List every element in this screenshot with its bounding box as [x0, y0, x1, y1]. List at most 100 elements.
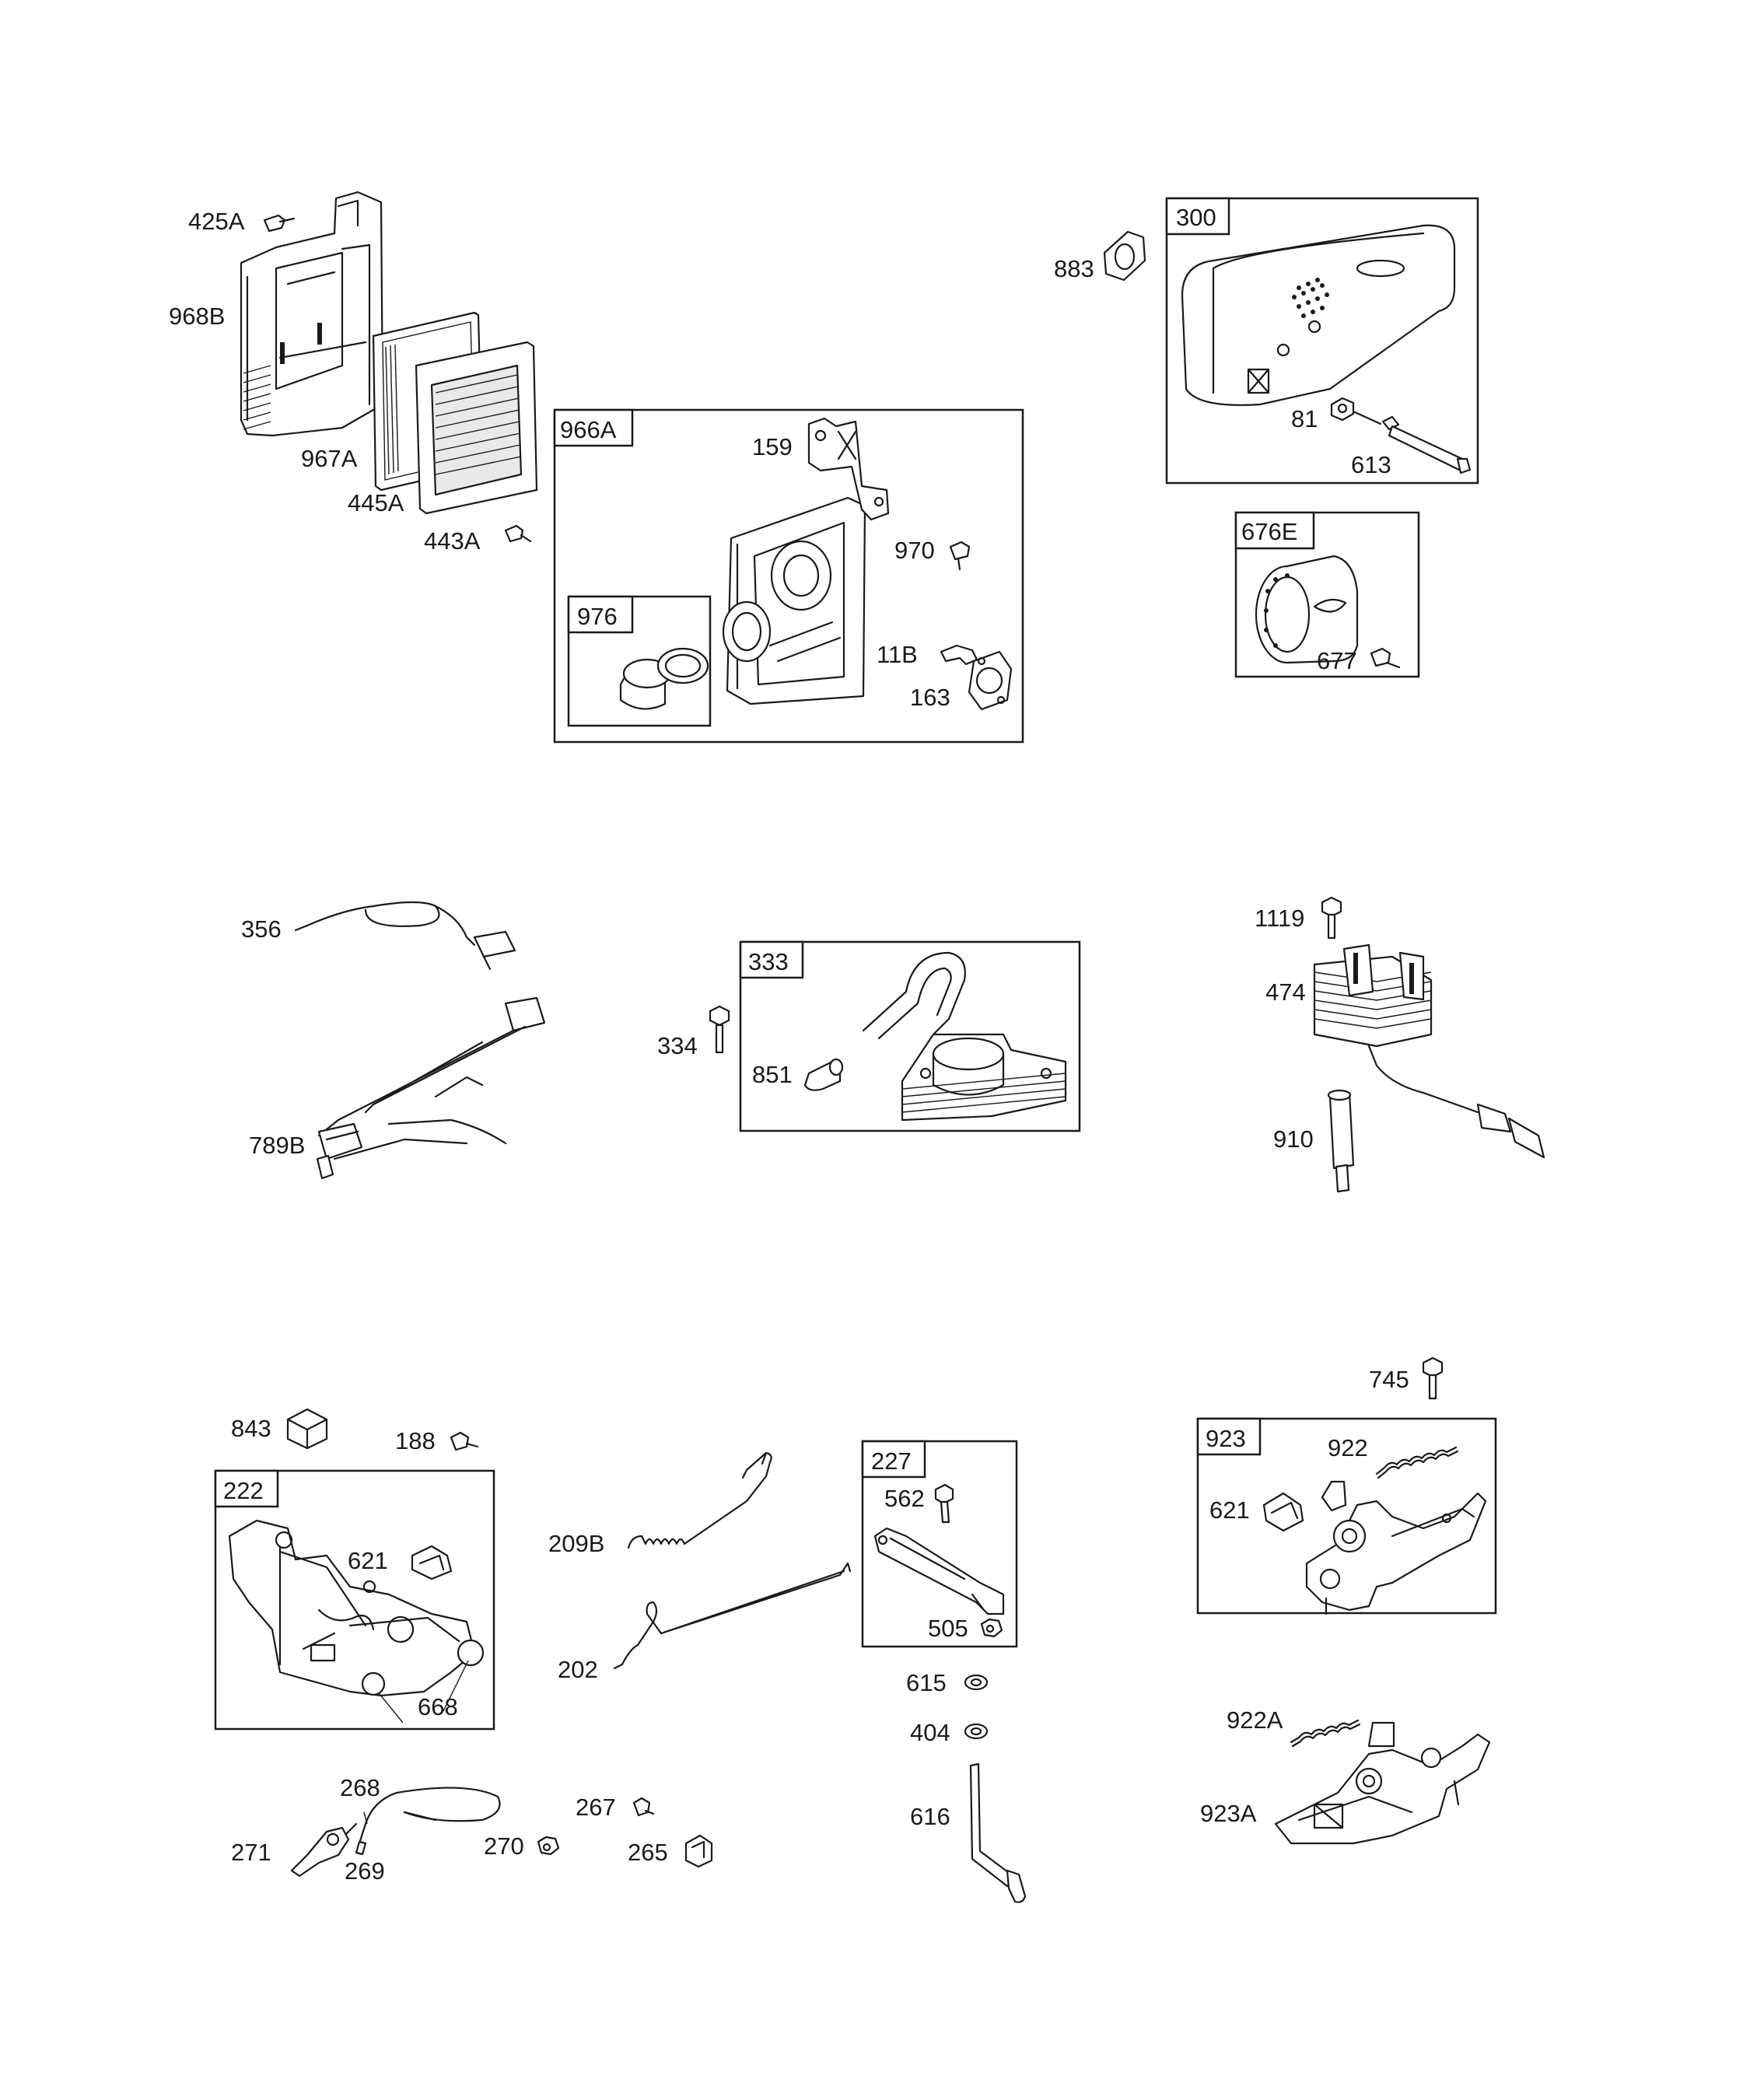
spacer-910-drawing [1327, 1089, 1355, 1193]
label-163: 163 [910, 684, 950, 711]
washer-615-drawing [964, 1674, 989, 1691]
lever-271-drawing [290, 1822, 358, 1878]
label-222: 222 [223, 1477, 264, 1504]
label-883: 883 [1054, 255, 1094, 282]
label-923A: 923A [1200, 1800, 1257, 1827]
box-333 [739, 940, 1081, 1132]
label-209B: 209B [548, 1530, 604, 1557]
screw-970-drawing [949, 541, 971, 571]
leader-lines [363, 1660, 469, 1825]
choke-976-drawing [619, 647, 709, 710]
spring-209B-drawing [627, 1451, 772, 1549]
box-227 [861, 1440, 1018, 1648]
box-966A [553, 408, 1024, 744]
tag-923 [1196, 1417, 1262, 1456]
spring-922A-drawing [1290, 1719, 1361, 1748]
screw-425A-drawing [263, 214, 296, 233]
label-621b: 621 [1209, 1496, 1250, 1524]
label-615: 615 [906, 1669, 947, 1696]
bushing-843-drawing [286, 1408, 328, 1450]
pre-filter-445A-drawing [415, 341, 538, 515]
washer-404-drawing [964, 1723, 989, 1740]
link-202-drawing [613, 1562, 852, 1670]
shaft-616-drawing [969, 1762, 1027, 1903]
washer-81-drawing [1330, 397, 1382, 425]
clip-265-drawing [684, 1834, 713, 1868]
label-269: 269 [345, 1857, 385, 1885]
screw-267-drawing [632, 1797, 655, 1817]
label-970: 970 [894, 537, 935, 564]
label-562: 562 [884, 1485, 925, 1512]
clip-11B-drawing [940, 644, 978, 666]
box-923 [1196, 1417, 1497, 1615]
wire-356-drawing [294, 901, 516, 971]
label-270: 270 [484, 1832, 524, 1860]
label-202: 202 [558, 1656, 598, 1683]
box-222 [214, 1469, 495, 1731]
label-159: 159 [752, 433, 793, 460]
label-267: 267 [576, 1794, 616, 1821]
cable-end-269-drawing [355, 1822, 367, 1856]
label-616: 616 [910, 1803, 950, 1830]
label-668: 668 [418, 1693, 458, 1720]
label-923: 923 [1206, 1425, 1246, 1452]
wiring-harness-789B-drawing [316, 996, 546, 1180]
label-227: 227 [871, 1447, 912, 1475]
bracket-159-drawing [807, 417, 890, 521]
label-81: 81 [1291, 405, 1318, 432]
screw-443A-drawing [504, 524, 532, 543]
connector-851-drawing [803, 1058, 844, 1091]
gasket-883-drawing [1103, 230, 1146, 282]
label-745: 745 [1369, 1366, 1409, 1393]
label-676E: 676E [1241, 518, 1297, 545]
labels: 425A 968B 967A 445A 443A 966A 159 970 97… [169, 204, 1409, 1885]
label-505: 505 [928, 1615, 968, 1642]
tag-676E [1234, 511, 1315, 550]
screw-188-drawing [450, 1431, 479, 1451]
label-356: 356 [241, 915, 282, 943]
label-188: 188 [395, 1427, 436, 1454]
label-474: 474 [1265, 978, 1306, 1006]
label-968B: 968B [169, 303, 225, 330]
air-cleaner-base-968B-drawing [240, 191, 384, 437]
bolt-613-drawing [1381, 415, 1472, 474]
label-910: 910 [1273, 1125, 1314, 1153]
label-843: 843 [231, 1415, 271, 1442]
label-613: 613 [1351, 451, 1391, 478]
label-677: 677 [1317, 647, 1357, 674]
label-425A: 425A [188, 208, 245, 235]
label-976: 976 [577, 603, 618, 630]
control-plate-923A-drawing [1274, 1721, 1491, 1845]
screw-745-drawing [1422, 1356, 1444, 1400]
tag-300 [1165, 197, 1230, 236]
armature-333-drawing [862, 951, 1067, 1122]
box-676E [1234, 511, 1420, 678]
label-443A: 443A [424, 527, 481, 555]
label-922: 922 [1328, 1434, 1368, 1461]
clip-621b-drawing [1262, 1492, 1304, 1532]
intake-plate-966A-drawing [722, 496, 866, 705]
spring-922-drawing [1375, 1446, 1459, 1479]
label-334: 334 [657, 1032, 698, 1059]
heat-shield-676E-drawing [1255, 555, 1359, 664]
label-404: 404 [910, 1719, 950, 1746]
label-1119: 1119 [1255, 905, 1304, 932]
label-11B: 11B [877, 641, 918, 668]
screw-334-drawing [709, 1005, 730, 1054]
module-474-drawing [1313, 943, 1545, 1159]
screw-677-drawing [1370, 647, 1401, 669]
label-967A: 967A [301, 445, 358, 472]
control-bracket-222-drawing [228, 1519, 485, 1697]
label-268: 268 [340, 1774, 380, 1801]
label-621a: 621 [348, 1547, 388, 1574]
screw-562-drawing [934, 1483, 954, 1524]
label-445A: 445A [348, 489, 404, 516]
gasket-163-drawing [968, 650, 1013, 711]
control-assembly-923-drawing [1305, 1480, 1487, 1615]
tag-222 [214, 1469, 279, 1508]
tag-333 [739, 940, 804, 979]
nut-270-drawing [537, 1836, 560, 1856]
tag-227 [861, 1440, 926, 1479]
tag-966A [553, 408, 634, 447]
